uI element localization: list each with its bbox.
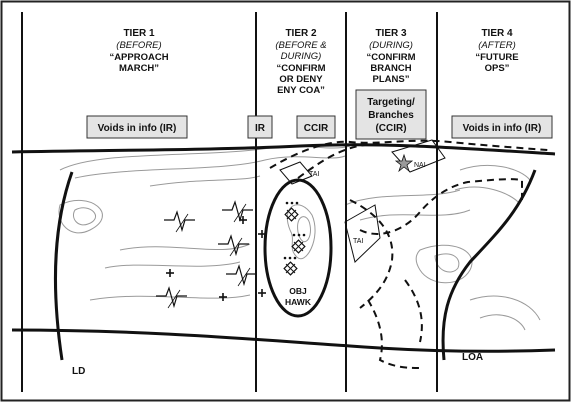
plus-icon	[258, 230, 266, 238]
tier1-phase: (BEFORE)	[116, 40, 161, 51]
tai-polygon-2	[344, 204, 381, 263]
route-boundaries	[11, 143, 556, 361]
tier3-title: TIER 3	[375, 28, 407, 39]
targeting-line1: Targeting/	[367, 97, 415, 108]
line-of-departure	[53, 171, 74, 361]
sensor-icon	[218, 234, 249, 257]
ld-label: LD	[72, 366, 85, 377]
voids-left-box: Voids in info (IR)	[86, 115, 188, 139]
objective-oval	[263, 178, 333, 318]
tai-label-2: TAI	[353, 238, 363, 245]
target-crosses	[166, 216, 266, 301]
tier4-title: TIER 4	[481, 28, 513, 39]
ir-label: IR	[255, 123, 266, 134]
ccir-box: CCIR	[296, 115, 336, 139]
terrain-contours	[58, 145, 541, 331]
info-boxes: Voids in info (IR) IR CCIR Targeting/ Br…	[86, 89, 553, 140]
enemy-unit-icon	[284, 201, 299, 222]
limit-of-advance	[441, 169, 537, 361]
north-boundary-line	[11, 143, 556, 156]
targeting-box: Targeting/ Branches (CCIR)	[355, 89, 427, 140]
voids-right-label: Voids in info (IR)	[463, 123, 542, 134]
ccir-label: CCIR	[304, 123, 329, 134]
tier2-quote-line2: OR DENY	[279, 74, 323, 85]
tier3-quote-line1: “CONFIRM	[366, 52, 415, 63]
tai-label-1: TAI	[309, 171, 319, 178]
tai-polygon-1	[279, 161, 313, 185]
tier2-quote-line3: ENY COA”	[277, 85, 325, 96]
sensor-symbols	[156, 200, 257, 309]
tier3-phase: (DURING)	[369, 40, 413, 51]
targeting-line3: (CCIR)	[375, 123, 406, 134]
tier1-quote-line2: MARCH”	[119, 63, 159, 74]
enemy-unit-icon	[291, 233, 306, 254]
plus-icon	[219, 293, 227, 301]
tier4-quote-line2: OPS”	[485, 63, 510, 74]
tier3-quote-line2: BRANCH	[370, 63, 411, 74]
tier2-phase-line2: DURING)	[281, 51, 322, 62]
obj-label-line1: OBJ	[289, 286, 307, 296]
star-icon	[394, 153, 414, 173]
sensor-icon	[164, 210, 195, 233]
obj-label-line2: HAWK	[285, 297, 312, 307]
ir-box: IR	[247, 115, 273, 139]
plus-icon	[166, 269, 174, 277]
plus-icon	[258, 289, 266, 297]
sensor-icon	[156, 286, 187, 309]
sensor-icon	[226, 264, 257, 287]
enemy-unit-symbols	[283, 201, 306, 276]
enemy-unit-icon	[283, 256, 298, 276]
tier4-phase: (AFTER)	[478, 40, 515, 51]
tier2-title: TIER 2	[285, 28, 317, 39]
tier4-quote-line1: “FUTURE	[475, 52, 518, 63]
tier2-phase-line1: (BEFORE &	[275, 40, 326, 51]
voids-right-box: Voids in info (IR)	[451, 115, 553, 139]
loa-label: LOA	[462, 352, 483, 363]
tier2-quote-line1: “CONFIRM	[276, 63, 325, 74]
dashed-avenues	[269, 139, 549, 369]
sensor-icon	[222, 200, 253, 223]
tier3-quote-line3: PLANS”	[373, 74, 410, 85]
targeting-line2: Branches	[368, 110, 414, 121]
south-boundary-line	[11, 328, 556, 353]
voids-left-label: Voids in info (IR)	[98, 123, 177, 134]
tier1-title: TIER 1	[123, 28, 155, 39]
tier1-quote-line1: “APPROACH	[109, 52, 168, 63]
tier-headers: TIER 1 (BEFORE) “APPROACH MARCH” TIER 2 …	[109, 28, 518, 96]
nai-label: NAI	[414, 162, 426, 169]
